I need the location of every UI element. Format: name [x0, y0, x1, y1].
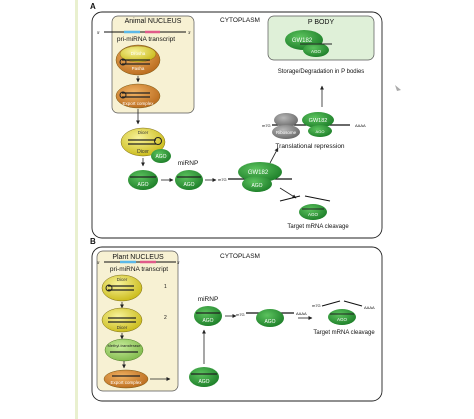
m7g-label-a1: m7G — [218, 177, 227, 182]
prime3-label-b: 3' — [177, 260, 180, 265]
panel-b: B Plant NUCLEUS 5' 3' pri-miRNA transcri… — [90, 237, 383, 402]
gw182-ago-pbody — [285, 30, 332, 57]
cleaved-mrna-a — [279, 195, 331, 220]
animal-export-complex — [115, 83, 161, 109]
target-cleavage-label-b: Target mRNA cleavage — [313, 330, 375, 336]
storage-degradation-label: Storage/Degradation in P bodies — [278, 69, 365, 75]
dicer-b2 — [101, 307, 143, 333]
ago-target-b — [256, 309, 284, 327]
panel-a-letter: A — [90, 2, 96, 11]
pri-mirna-label: pri-miRNA transcript — [117, 36, 175, 43]
ago-mirnp-a — [175, 170, 203, 190]
prime5-label: 5' — [97, 30, 100, 35]
cytoplasm-label-a: CYTOPLASM — [220, 17, 260, 24]
arrow-to-cleavage-a — [279, 187, 297, 199]
arrow-to-translation — [269, 147, 279, 164]
gw182-label-3: GW182 — [292, 38, 313, 44]
p-body-title: P BODY — [308, 19, 335, 26]
panel-b-letter: B — [90, 237, 96, 246]
plant-export-complex — [103, 369, 149, 389]
pasha-label: Pasha — [132, 66, 145, 71]
ago-label-3: AGO — [251, 183, 262, 189]
step-2-label: 2 — [164, 315, 167, 321]
target-cleavage-label-a: Target mRNA cleavage — [287, 224, 349, 230]
dicer-b1 — [101, 274, 143, 302]
gw182-label-2: GW182 — [309, 118, 328, 124]
ago-label-4: AGO — [316, 129, 325, 134]
panel-a: A Animal NUCLEUS 5' 3' pri-miRNA transcr… — [90, 2, 383, 239]
aaaa-label-b1: AAAA — [296, 311, 307, 316]
ago-label-b2: AGO — [202, 318, 213, 324]
ribosome — [272, 113, 300, 139]
cursor-icon — [395, 85, 401, 91]
dicer-label-b2: Dicer — [117, 325, 128, 330]
prime5-label-b: 5' — [97, 260, 100, 265]
aaaa-label-a2: AAAA — [355, 123, 366, 128]
dicer-label-b1: Dicer — [117, 277, 128, 282]
cytoplasm-label-b: CYTOPLASM — [220, 253, 260, 260]
ago-label-b1: AGO — [198, 379, 209, 385]
ago-label-b4: AGO — [337, 317, 348, 322]
plant-export-label: Export complex — [110, 380, 142, 385]
cleaved-mrna-b — [321, 300, 363, 325]
mirnp-label-a: miRNP — [178, 160, 199, 167]
drosha-label: Drosha — [131, 51, 146, 56]
aaaa-label-b2: AAAA — [364, 305, 375, 310]
plant-nucleus-title: Plant NUCLEUS — [112, 254, 164, 261]
ago-label-5: AGO — [311, 49, 322, 54]
methyltransferase — [104, 338, 144, 362]
animal-export-label: Export complex — [122, 101, 154, 106]
drosha-pasha-complex — [115, 44, 161, 76]
m7g-label-b1: m7G — [236, 312, 245, 317]
m7g-label-a2: m7G — [262, 123, 271, 128]
ago-label-1: AGO — [137, 182, 148, 188]
ago-label-dicer: AGO — [155, 154, 166, 160]
m7g-label-b2: m7G — [312, 303, 321, 308]
ago-label-2: AGO — [183, 182, 194, 188]
pri-mirna-label-b: pri-miRNA transcript — [110, 266, 168, 273]
gw182-label-1: GW182 — [248, 170, 269, 176]
dicer-complex — [120, 127, 171, 163]
ago-label-6: AGO — [308, 212, 319, 217]
prime3-label: 3' — [188, 30, 191, 35]
ago-loaded-1 — [128, 170, 158, 190]
left-page-strip — [75, 0, 78, 419]
ago-label-b3: AGO — [264, 319, 275, 325]
translational-repression-label: Translational repression — [275, 143, 345, 150]
dicer-label: Dicer — [137, 149, 149, 155]
dicer-label-nuc: Dicer — [138, 130, 149, 135]
mirnp-label-b: miRNP — [198, 296, 219, 303]
ago-b-loaded — [189, 367, 219, 387]
gw182-ago-complex-2 — [302, 112, 334, 137]
gw182-ago-complex — [238, 162, 282, 192]
ribosome-label: Ribosome — [276, 130, 297, 135]
step-1-label: 1 — [164, 284, 167, 290]
methyl-label: Methyl-transferase — [107, 343, 141, 348]
animal-nucleus-title: Animal NUCLEUS — [125, 18, 182, 25]
ago-mirnp-b — [194, 306, 222, 326]
